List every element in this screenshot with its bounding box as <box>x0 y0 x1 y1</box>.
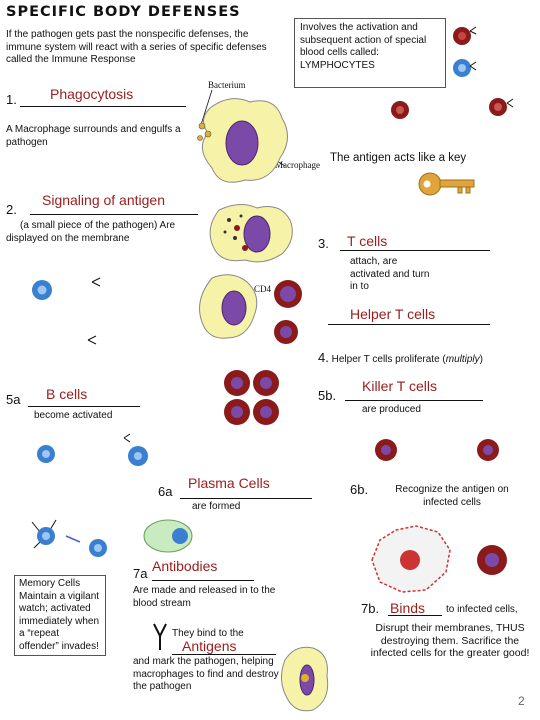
memory-plasma-cells <box>31 519 193 557</box>
s7a-answer: Antibodies <box>152 558 218 574</box>
s6a-answer-line <box>180 484 312 499</box>
s7b-answer: Binds <box>390 600 426 616</box>
antibody-icon <box>153 623 167 650</box>
key-icon <box>418 172 475 196</box>
memory-cells-box: Memory Cells Maintain a vigilant watch; … <box>14 575 106 656</box>
b-cell-activation <box>37 433 148 466</box>
macrophage-label: Macrophage <box>275 160 320 170</box>
s7b-desc: Disrupt their membranes, THUS destroying… <box>370 622 530 659</box>
s6a-desc: are formed <box>192 501 241 512</box>
s7b-answer-line <box>388 601 442 616</box>
s6a-number: 6a <box>158 484 173 499</box>
lymphocyte-icons <box>453 26 477 77</box>
s1-answer-line <box>20 92 186 107</box>
s7a-number: 7a <box>133 566 148 581</box>
s4-line: 4. Helper T cells proliferate (multiply) <box>318 350 483 365</box>
s1-number: 1. <box>6 92 17 107</box>
macrophage-with-tagged-pathogen <box>281 646 329 712</box>
s7a-bind-text: They bind to the <box>172 628 244 639</box>
antigen-presenting-cell <box>209 204 293 263</box>
killer-cell-binding-infected-cell <box>371 525 507 593</box>
cd4-label: CD4 <box>254 284 272 294</box>
s4-number: 4. <box>318 350 329 365</box>
s5a-answer: B cells <box>46 386 88 402</box>
macrophage-engulf-illustration <box>197 89 288 183</box>
s2-number: 2. <box>6 202 17 217</box>
s7b-to: to infected cells, <box>446 604 518 615</box>
lymphocyte-box: Involves the activation and subsequent a… <box>294 18 446 88</box>
s3-number: 3. <box>318 236 329 251</box>
key-text: The antigen acts like a key <box>330 152 467 164</box>
s4-text: Helper T cells proliferate ( <box>331 354 446 365</box>
s2-answer: Signaling of antigen <box>42 192 165 208</box>
s3-answer: T cells <box>347 233 388 249</box>
s7a-answer2-line <box>172 642 276 655</box>
s6b-desc: Recognize the antigen on infected cells <box>395 484 509 508</box>
s2-desc: (a small piece of the pathogen) Are disp… <box>6 220 176 244</box>
s5a-number: 5a <box>6 392 21 407</box>
s5b-number: 5b. <box>318 388 337 403</box>
s3-answer-line <box>340 236 490 251</box>
s7a-answer2: Antigens <box>182 638 237 654</box>
s5a-desc: become activated <box>34 410 113 421</box>
bacterium-label: Bacterium <box>208 80 246 90</box>
s3-answer2-line <box>328 312 490 325</box>
killer-t-cells <box>375 439 499 461</box>
s7a-answer-line <box>152 566 254 581</box>
s1-desc: A Macrophage surrounds and engulfs a pat… <box>6 124 181 148</box>
s4-close: ) <box>479 354 483 365</box>
s3-answer2: Helper T cells <box>350 306 436 322</box>
intro-text: If the pathogen gets past the nonspecifi… <box>6 29 267 65</box>
s4-multiply: multiply <box>445 354 480 365</box>
s7a-desc2: and mark the pathogen, helping macrophag… <box>133 656 279 692</box>
s1-answer: Phagocytosis <box>50 86 134 102</box>
s6a-answer: Plasma Cells <box>188 475 270 491</box>
s7a-desc: Are made and released in to the blood st… <box>133 585 276 609</box>
page-number: 2 <box>518 694 525 708</box>
s2-answer-line <box>30 200 198 215</box>
proliferating-cells <box>224 370 279 425</box>
s7b-number: 7b. <box>361 601 380 616</box>
helper-t-cell-illustration <box>32 274 302 345</box>
s3-desc: attach, are activated and turn in to <box>350 256 430 292</box>
s6b-number: 6b. <box>350 482 369 497</box>
page-title: SPECIFIC BODY DEFENSES <box>6 4 241 20</box>
s5b-answer: Killer T cells <box>362 378 437 394</box>
s5b-desc: are produced <box>362 404 421 415</box>
red-cells-top <box>391 98 514 119</box>
s5a-answer-line <box>28 392 140 407</box>
s5b-answer-line <box>345 386 483 401</box>
